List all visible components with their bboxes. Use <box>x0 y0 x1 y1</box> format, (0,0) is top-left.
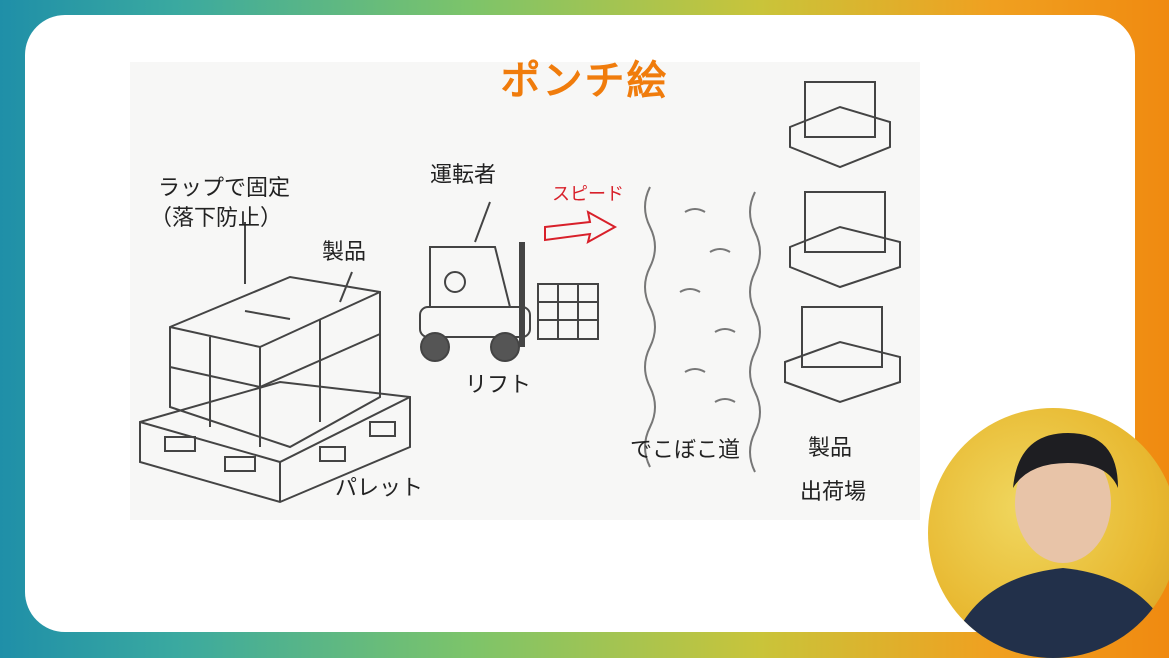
slide-title: ポンチ絵 <box>500 58 669 104</box>
presenter-silhouette <box>948 433 1169 658</box>
pallet-with-boxes <box>139 222 411 504</box>
label-bumpy-road: でこぼこ道 <box>630 438 741 463</box>
label-shipping-2: 出荷場 <box>800 480 867 505</box>
label-driver: 運転者 <box>430 163 497 188</box>
label-wrap: ラップで固定 <box>158 176 291 201</box>
presenter-video <box>928 408 1169 658</box>
forklift <box>419 201 599 362</box>
sketch-illustration: ラップで固定 （落下防止） 製品 パレット 運転者 スピード リフト でこぼこ道… <box>130 62 920 520</box>
label-shipping-1: 製品 <box>808 436 853 461</box>
label-lift: リフト <box>465 373 532 398</box>
speed-arrow <box>544 210 618 244</box>
sketch-drawing <box>139 81 901 504</box>
label-wrap-note: （落下防止） <box>150 206 283 231</box>
label-speed: スピード <box>552 184 624 205</box>
label-pallet: パレット <box>335 476 424 501</box>
shipping-pallets <box>784 81 901 404</box>
label-product: 製品 <box>322 240 367 265</box>
bumpy-road <box>644 186 761 473</box>
